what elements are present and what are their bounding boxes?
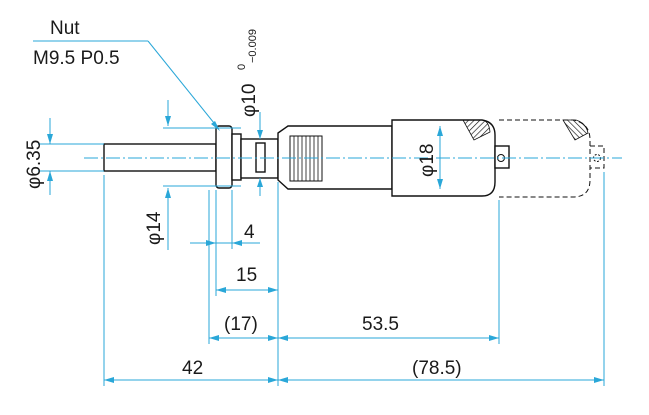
spindle-length-label: 42 [182, 358, 203, 379]
sleeve-tolerance-lower: −0.009 [247, 29, 259, 63]
nut-diameter-label: φ14 [144, 211, 165, 245]
nut-thread-label: M9.5 P0.5 [33, 48, 120, 69]
extended-cap [589, 145, 605, 169]
sleeve-length-dim: 15 [216, 265, 278, 293]
nut-diameter-dim: φ14 [144, 100, 171, 250]
extended-knurl [562, 119, 589, 141]
nut-width-label: 4 [244, 222, 255, 243]
ref-17-label: (17) [224, 314, 258, 335]
sleeve-length-label: 15 [236, 265, 257, 286]
sleeve-diameter-label: φ10 [239, 84, 260, 117]
thimble-diameter-label: φ18 [417, 144, 438, 177]
nut-title: Nut [50, 18, 80, 39]
spindle-diameter-label: φ6.35 [24, 140, 45, 189]
thimble-diameter-dim: φ18 [417, 126, 443, 189]
spindle-length-dim: 42 [104, 358, 278, 383]
ref-17-dim: (17) [209, 314, 278, 341]
extension-lines [103, 172, 605, 386]
travel-dim: 53.5 [278, 314, 499, 341]
ratchet-knurl [462, 119, 491, 141]
nut-width-dim: 4 [190, 222, 260, 246]
sleeve-diameter-dim: φ10 0 −0.009 [163, 29, 263, 196]
spindle-diameter-dim: φ6.35 [24, 118, 104, 195]
nut-collar [231, 133, 242, 181]
ref-78-5-dim: (78.5) [278, 358, 604, 383]
ref-78-5-label: (78.5) [412, 358, 462, 379]
sleeve-tolerance-upper: 0 [236, 64, 248, 70]
nut-leader: Nut M9.5 P0.5 [33, 18, 220, 131]
nut [215, 125, 233, 189]
travel-label: 53.5 [362, 314, 399, 335]
